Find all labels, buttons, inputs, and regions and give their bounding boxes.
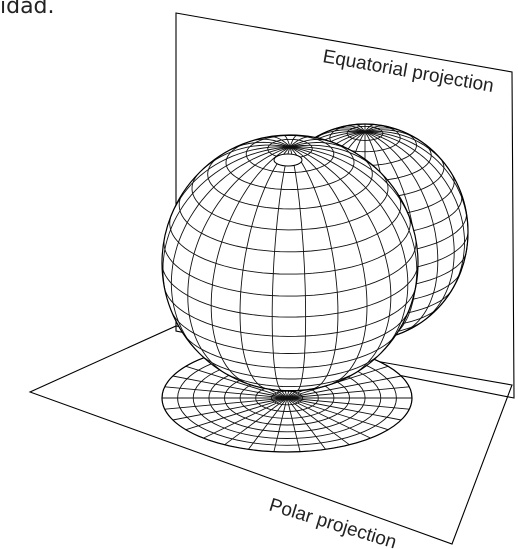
parallel-line <box>178 192 402 253</box>
polar-radial-line <box>203 397 288 439</box>
meridian-line <box>271 146 291 391</box>
parallel-line <box>191 171 389 231</box>
meridian-line <box>210 146 291 384</box>
polar-radial-line <box>286 397 301 452</box>
parallel-line <box>225 140 355 191</box>
parallel-line <box>169 215 411 275</box>
polar-radial-line <box>164 397 288 410</box>
meridian-line <box>364 131 439 334</box>
caption-fragment: idad. <box>0 0 55 19</box>
polar-radial-line <box>164 386 288 399</box>
meridian-line <box>289 146 368 385</box>
parallel-line <box>172 312 409 354</box>
meridian-line <box>289 146 409 353</box>
polar-radial-line <box>273 397 288 452</box>
meridian-line <box>270 136 291 148</box>
meridian-line <box>289 146 414 227</box>
polar-radial-line <box>185 397 288 431</box>
meridian-line <box>289 142 351 151</box>
polar-radial-line <box>286 375 402 399</box>
meridian-line <box>289 146 307 391</box>
parallel-line <box>162 263 418 318</box>
polar-radial-line <box>248 397 288 450</box>
globe-north-pole-cap <box>273 153 303 167</box>
meridian-line <box>364 131 465 292</box>
meridian-line <box>162 146 291 294</box>
globe <box>161 134 419 392</box>
parallel-line <box>163 287 416 337</box>
polar-radial-line <box>224 397 288 446</box>
polar-radial-line <box>286 397 350 446</box>
meridian-line <box>187 146 291 374</box>
meridian-line <box>289 146 392 375</box>
polar-radial-line <box>172 397 288 421</box>
polar-radial-line <box>286 397 326 450</box>
polar-radial-line <box>286 397 389 431</box>
meridian-line <box>239 146 291 390</box>
parallel-line <box>200 354 378 380</box>
polar-radial-line <box>286 397 402 421</box>
parallel-line <box>183 334 396 369</box>
polar-radial-line <box>172 375 288 399</box>
meridian-line <box>289 146 339 390</box>
meridian-line <box>202 144 291 171</box>
meridian-line <box>170 146 291 348</box>
parallel-line <box>163 240 417 297</box>
polar-radial-line <box>185 365 288 399</box>
meridian-line <box>289 136 311 148</box>
polar-plane <box>28 325 513 545</box>
meridian-line <box>289 146 418 301</box>
meridian-line <box>364 131 455 323</box>
meridian-line <box>168 146 291 221</box>
polar-radial-line <box>286 386 410 399</box>
polar-radial-line <box>286 397 410 410</box>
polar-radial-line <box>286 397 371 439</box>
polar-projection-label: Polar projection <box>267 495 399 549</box>
